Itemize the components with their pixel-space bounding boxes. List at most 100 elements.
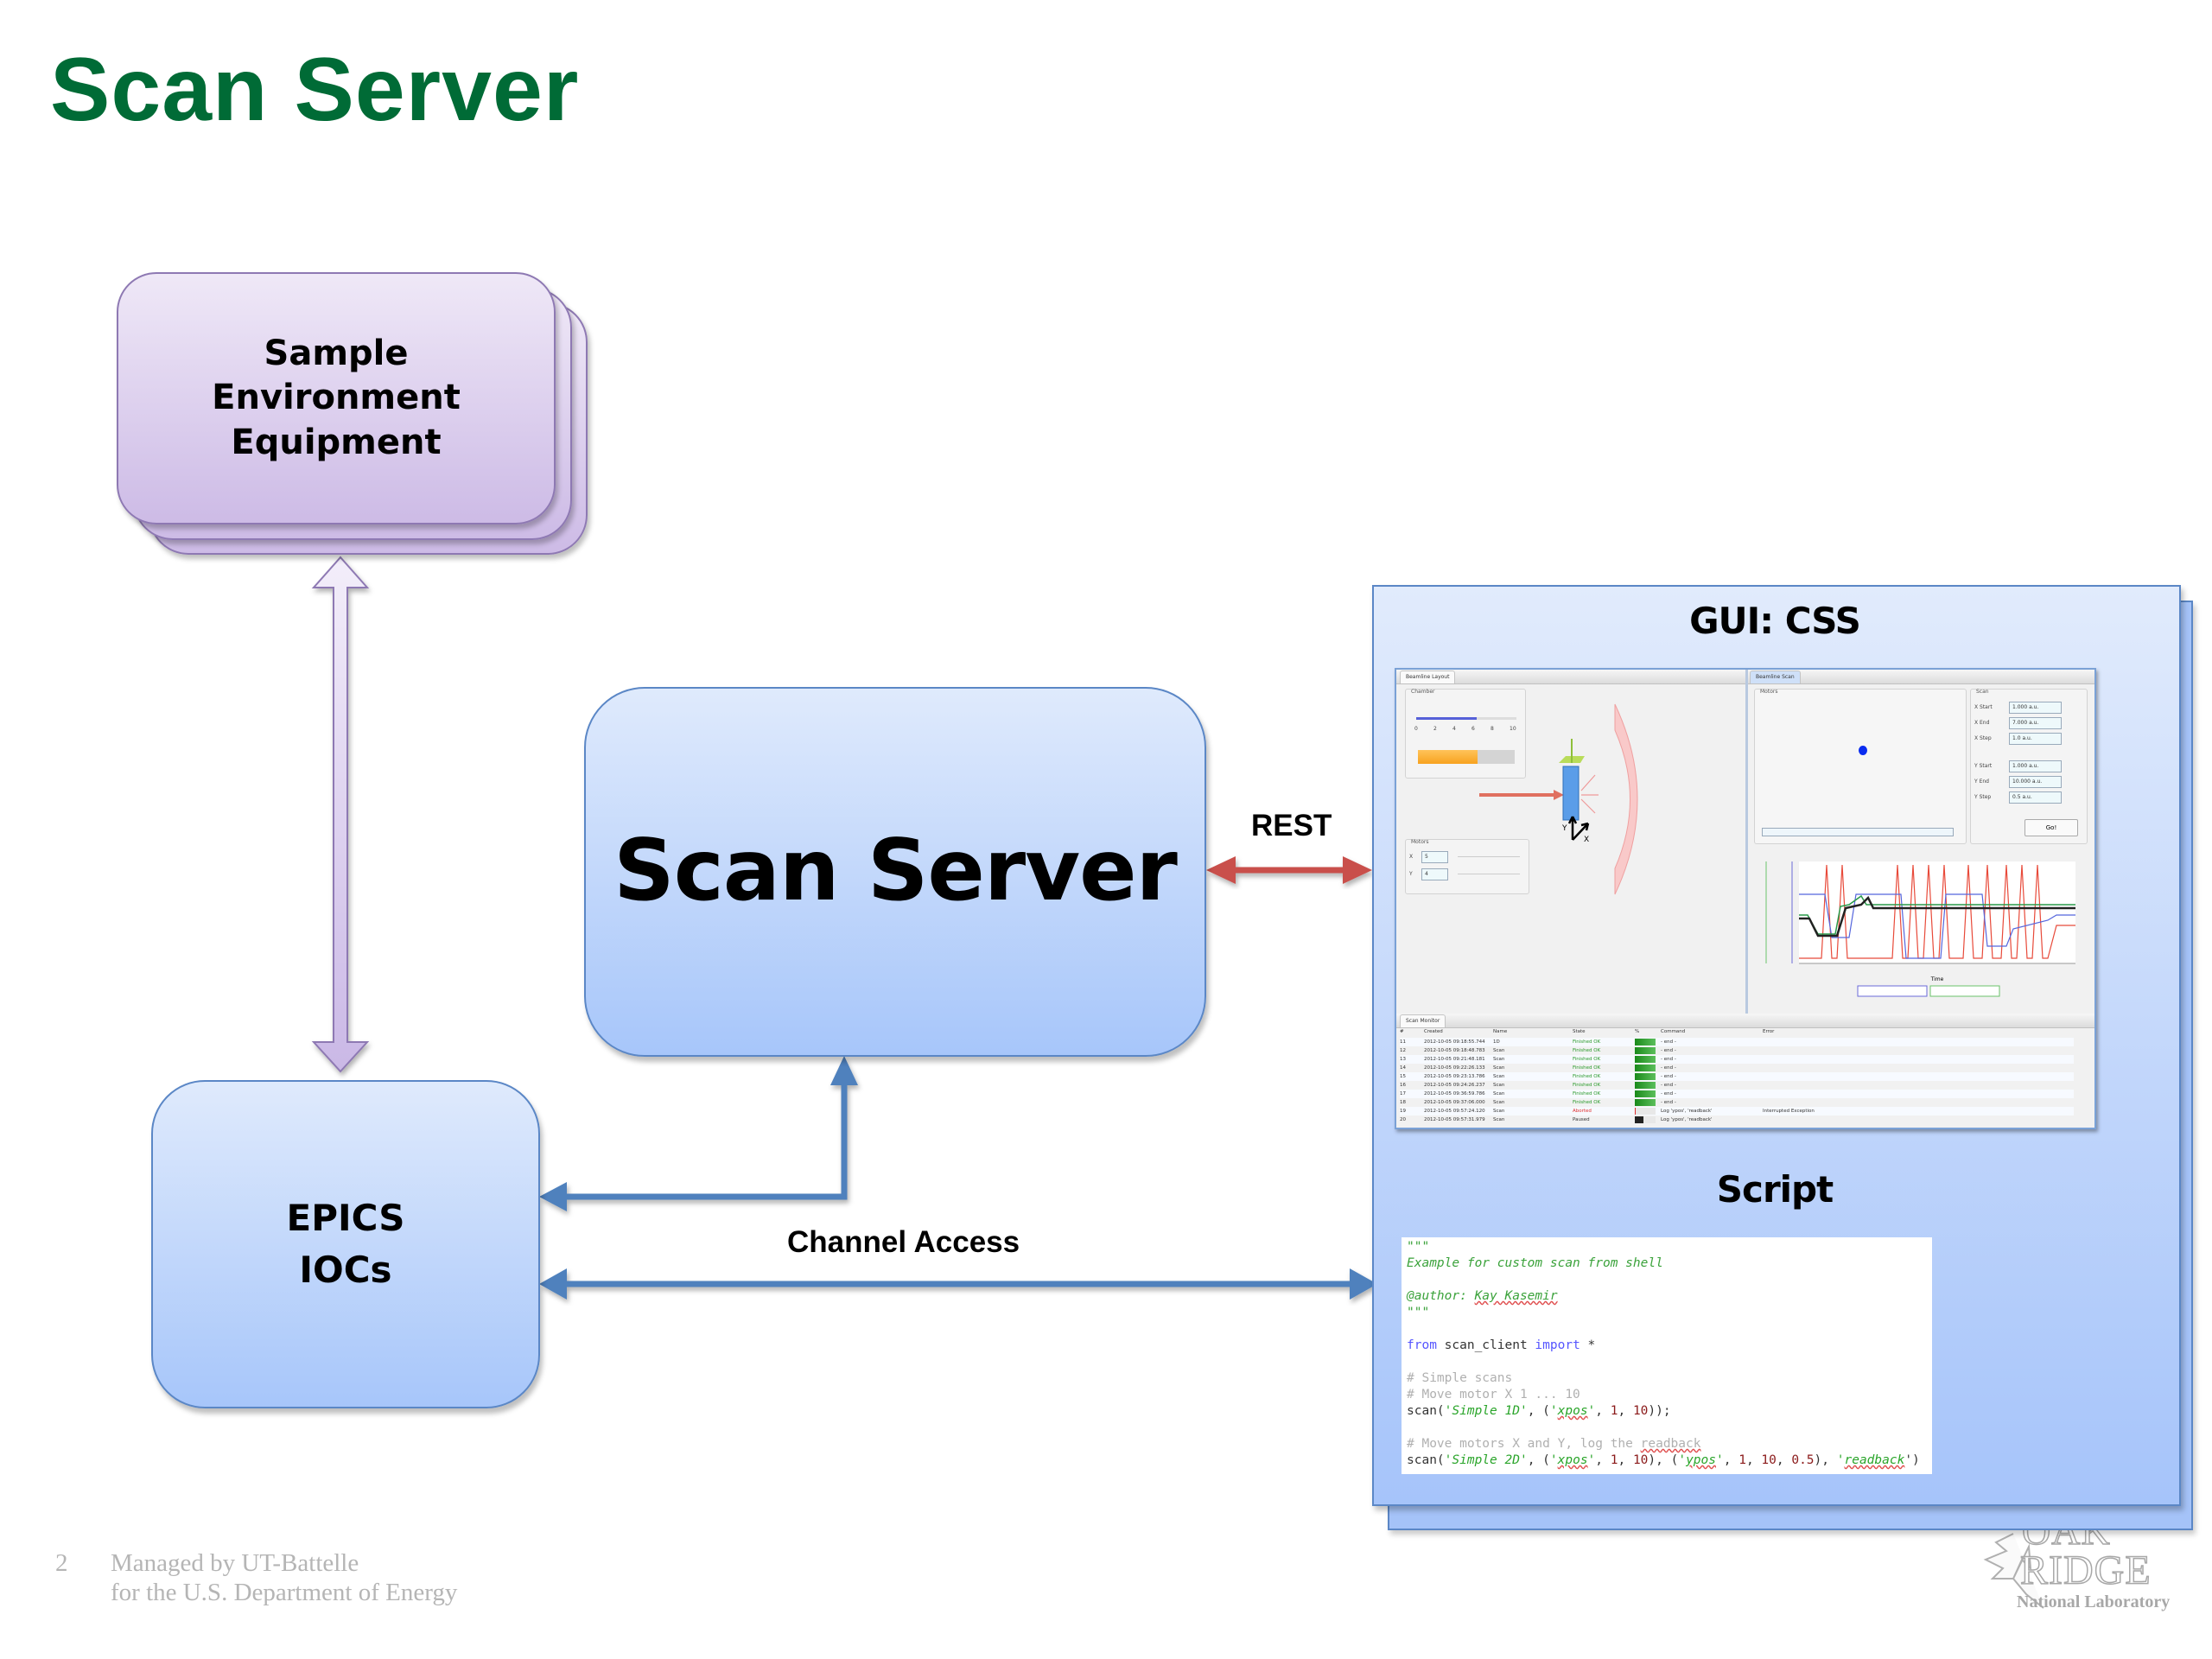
- code-line: [1407, 1272, 1932, 1288]
- table-cell: Finished OK: [1573, 1074, 1601, 1079]
- code-token: *: [1580, 1338, 1596, 1352]
- code-token: ,: [1618, 1404, 1633, 1418]
- progress-fill: [1635, 1047, 1656, 1054]
- script-code-view[interactable]: """Example for custom scan from shell@au…: [1402, 1237, 1932, 1474]
- chamber-progress-bar: [1418, 750, 1515, 764]
- label-line: Sample: [264, 334, 409, 374]
- scan-server-node[interactable]: Scan Server: [584, 687, 1206, 1057]
- progress-cell: [1635, 1090, 1656, 1097]
- progress-cell: [1635, 1082, 1656, 1089]
- motor-x-slider[interactable]: [1458, 856, 1520, 857]
- scan-field-input[interactable]: 0.5 a.u.: [2009, 791, 2062, 804]
- column-header[interactable]: Created: [1424, 1029, 1443, 1034]
- code-token: 10: [1632, 1404, 1649, 1418]
- table-cell: Log 'ypos', 'readback': [1661, 1109, 1713, 1114]
- table-cell: Scan: [1493, 1057, 1505, 1062]
- sample-environment-node[interactable]: Sample Environment Equipment: [117, 272, 556, 524]
- footer-line-1: Managed by UT-Battelle: [111, 1549, 359, 1577]
- motors-x-scrollbar[interactable]: [1762, 828, 1954, 836]
- epics-iocs-node[interactable]: EPICS IOCs: [151, 1080, 540, 1408]
- tab-beamline-scan[interactable]: Beamline Scan: [1750, 671, 1801, 683]
- scan-field-input[interactable]: 1.000 a.u.: [2009, 760, 2062, 772]
- code-line: # Move motor X 1 ... 10: [1407, 1387, 1932, 1403]
- motor-position-dot[interactable]: [1859, 746, 1867, 755]
- progress-fill: [1635, 1039, 1656, 1046]
- table-cell: Scan: [1493, 1117, 1505, 1122]
- table-cell: Finished OK: [1573, 1048, 1601, 1053]
- page-number: 2: [55, 1549, 68, 1577]
- motor-x-spinner[interactable]: 5: [1421, 851, 1448, 863]
- scan-field-input[interactable]: 10.000 a.u.: [2009, 776, 2062, 788]
- slider-tick-label: 2: [1433, 726, 1437, 732]
- column-header[interactable]: State: [1573, 1029, 1586, 1034]
- chamber-slider-fill: [1416, 717, 1477, 720]
- logo-word-national-laboratory: National Laboratory: [2017, 1592, 2171, 1611]
- code-token: # Move motor X 1 ... 10: [1407, 1388, 1580, 1402]
- table-cell: Finished OK: [1573, 1083, 1601, 1088]
- table-cell: - end -: [1661, 1057, 1676, 1062]
- progress-fill: [1635, 1082, 1656, 1089]
- code-token: @author:: [1407, 1289, 1475, 1303]
- slider-tick-label: 6: [1471, 726, 1475, 732]
- table-cell: 18: [1400, 1100, 1406, 1105]
- right-pane-tabbar: Beamline Scan: [1748, 670, 2094, 684]
- code-line: # Move motors X and Y, log the readback: [1407, 1436, 1932, 1452]
- table-cell: Scan: [1493, 1083, 1505, 1088]
- table-cell: Scan: [1493, 1065, 1505, 1071]
- code-line: scan('Simple 2D', ('xpos', 1, 10), ('ypo…: [1407, 1452, 1932, 1469]
- progress-cell: [1635, 1108, 1656, 1115]
- column-header[interactable]: Command: [1661, 1029, 1686, 1034]
- axis-x-label: X: [1584, 836, 1589, 844]
- slider-tick-label: 10: [1510, 726, 1516, 732]
- chart-series-black: [1799, 895, 2075, 938]
- column-header[interactable]: #: [1400, 1029, 1404, 1034]
- code-token: 1: [1610, 1453, 1618, 1467]
- tab-scan-monitor[interactable]: Scan Monitor: [1400, 1014, 1446, 1027]
- code-token: Kay Kasemir: [1474, 1289, 1558, 1303]
- code-line: from scan_client import *: [1407, 1338, 1932, 1354]
- table-cell: Scan: [1493, 1048, 1505, 1053]
- column-header[interactable]: Error: [1763, 1029, 1775, 1034]
- scan-monitor-header: # Created Name State% Command Error: [1400, 1029, 2082, 1038]
- scan-field-label: Y Start: [1974, 763, 1993, 769]
- code-token: # Simple scans: [1407, 1371, 1513, 1385]
- table-cell: - end -: [1661, 1074, 1676, 1079]
- column-header[interactable]: %: [1635, 1029, 1640, 1034]
- scan-field-input[interactable]: 1.0 a.u.: [2009, 733, 2062, 745]
- scan-field-input[interactable]: 1.000 a.u.: [2009, 702, 2062, 714]
- code-token: ,: [1618, 1453, 1633, 1467]
- table-cell: Log 'ypos', 'readback': [1661, 1117, 1713, 1122]
- pane-divider[interactable]: [1745, 670, 1748, 1014]
- progress-fill: [1635, 1065, 1656, 1071]
- sample-environment-label: Sample Environment Equipment: [212, 332, 461, 465]
- table-cell: - end -: [1661, 1083, 1676, 1088]
- go-button[interactable]: Go!: [2024, 819, 2078, 836]
- channel-access-arrow: [539, 1268, 1377, 1300]
- label-line: Environment: [212, 378, 461, 418]
- tab-beamline-layout[interactable]: Beamline Layout: [1400, 671, 1456, 683]
- code-token: ': [1587, 1404, 1596, 1418]
- motor-y-spinner[interactable]: 4: [1421, 868, 1448, 880]
- scan-field-input[interactable]: 7.000 a.u.: [2009, 717, 2062, 729]
- code-token: """: [1407, 1240, 1430, 1254]
- chamber-slider-track[interactable]: [1416, 717, 1516, 720]
- code-token: ), (: [1648, 1453, 1679, 1467]
- code-line: """: [1407, 1305, 1932, 1321]
- column-header[interactable]: Name: [1493, 1029, 1508, 1034]
- table-cell: Finished OK: [1573, 1039, 1601, 1045]
